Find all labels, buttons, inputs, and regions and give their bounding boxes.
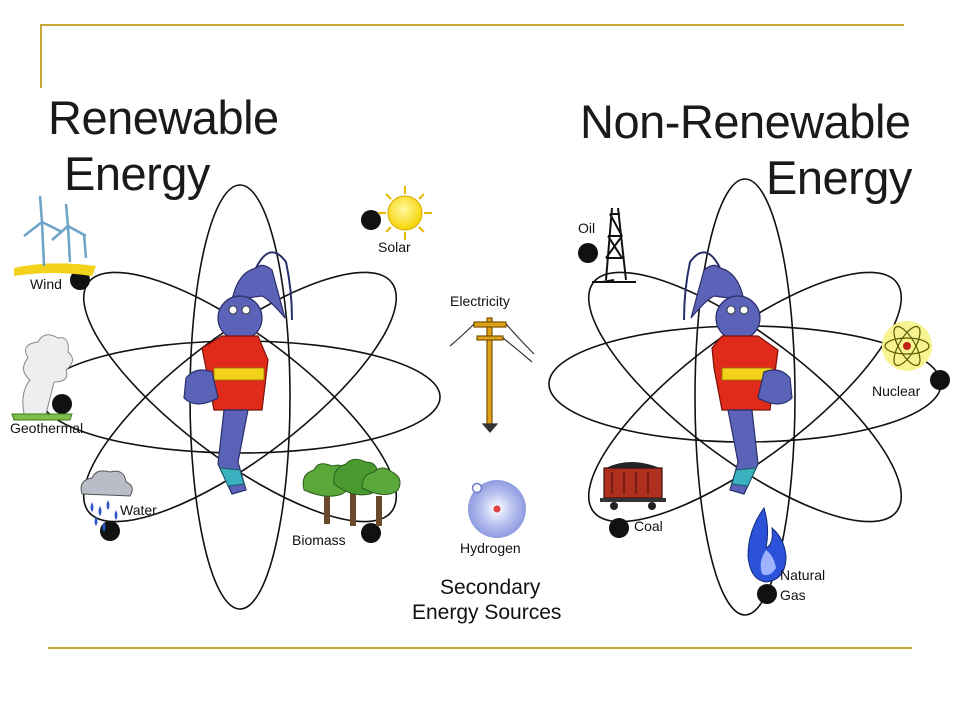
nonrenewable-character-illustration: [683, 251, 793, 495]
coal-car-icon: [600, 462, 666, 510]
oil-label: Oil: [578, 220, 596, 236]
geothermal-icon: [11, 334, 73, 421]
geothermal-node: [52, 394, 72, 414]
power-pole-icon: [449, 317, 535, 433]
biomass-label: Biomass: [292, 532, 346, 548]
nonrenewable-title-line1: Non-Renewable: [580, 95, 911, 148]
oil-node: [578, 243, 598, 263]
renewable-character-illustration: [183, 251, 293, 495]
solar-label: Solar: [378, 239, 411, 255]
natural-gas-label-line2: Gas: [780, 587, 806, 603]
solar-node: [361, 210, 381, 230]
biomass-node: [361, 523, 381, 543]
wind-icon: [14, 195, 96, 276]
nonrenewable-title-line2: Energy: [766, 151, 912, 204]
renewable-title-line1: Renewable: [48, 91, 279, 144]
natural-gas-label-line1: Natural: [780, 567, 826, 583]
nonrenewable-orbit-diag-b: [587, 271, 903, 523]
bottom-rule: [48, 647, 912, 649]
water-node: [100, 521, 120, 541]
oil-derrick-icon: [592, 207, 636, 283]
nuclear-label: Nuclear: [872, 383, 921, 399]
renewable-title-line2: Energy: [64, 147, 210, 200]
left-rule: [40, 24, 42, 88]
wind-label: Wind: [30, 276, 62, 292]
hydrogen-label: Hydrogen: [460, 540, 521, 556]
coal-node: [609, 518, 629, 538]
sun-icon: [378, 186, 432, 240]
geothermal-label: Geothermal: [10, 420, 84, 436]
trees-icon: [302, 458, 401, 526]
secondary-title-line2: Energy Sources: [412, 601, 562, 624]
coal-label: Coal: [634, 518, 663, 534]
flame-icon: [747, 506, 787, 583]
nuclear-node: [930, 370, 950, 390]
nuclear-atom-icon: [882, 321, 932, 371]
hydrogen-icon: [468, 480, 526, 538]
water-icon: [80, 470, 133, 532]
water-label: Water: [120, 502, 157, 518]
natural-gas-node: [757, 584, 777, 604]
top-rule: [40, 24, 904, 26]
nonrenewable-orbit-vertical: [694, 178, 796, 616]
secondary-title-line1: Secondary: [440, 576, 541, 599]
electricity-label: Electricity: [450, 293, 510, 309]
